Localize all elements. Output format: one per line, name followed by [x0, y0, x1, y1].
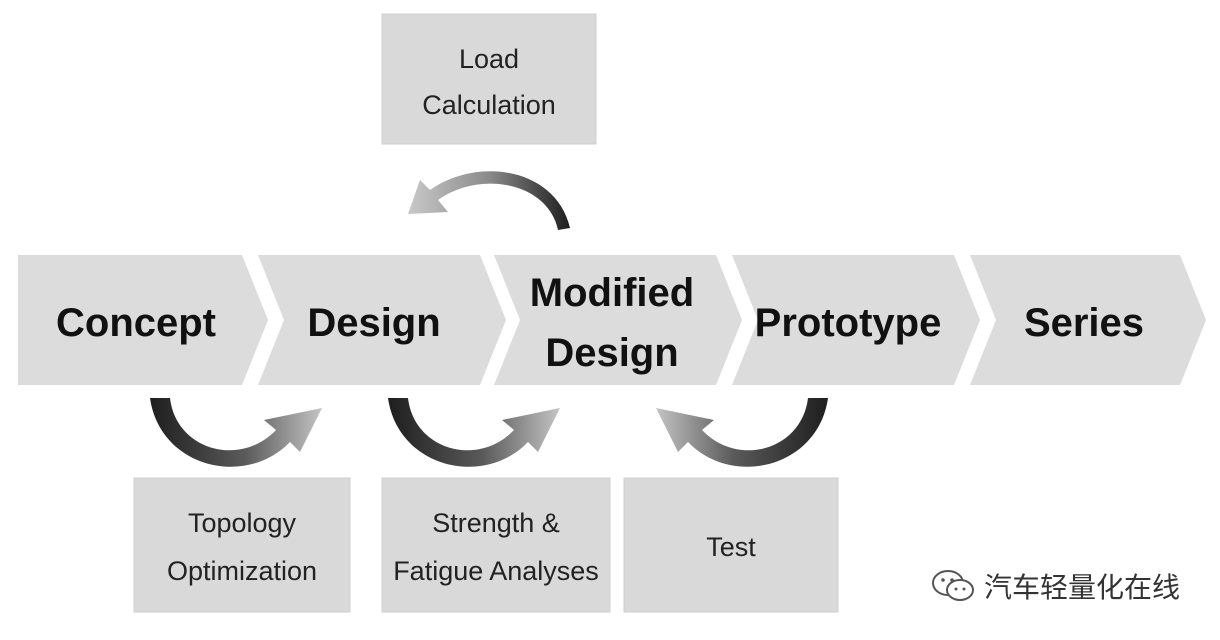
test-label: Test [706, 532, 756, 562]
test-cycle-arrow [656, 398, 828, 467]
load-calculation-line-1: Load [459, 44, 519, 74]
topology-line-2: Optimization [167, 556, 317, 586]
load-calculation-line-2: Calculation [422, 90, 556, 120]
watermark-text: 汽车轻量化在线 [983, 571, 1180, 604]
wechat-icon [931, 570, 974, 601]
stage-chevron-design [258, 255, 506, 385]
load-calculation-box: Load Calculation [381, 13, 597, 145]
stage-label-series: Series [1024, 301, 1144, 345]
stage-label-prototype: Prototype [755, 301, 942, 345]
topology-cycle-arrow [150, 398, 322, 467]
stage-label-concept: Concept [56, 301, 216, 345]
stage-chevron-series [970, 255, 1206, 385]
stage-label-modified-line-1: Modified [530, 271, 694, 315]
strength-fatigue-box: Strength & Fatigue Analyses [381, 477, 611, 613]
top-cycle-arrow [408, 171, 570, 230]
stage-chevron-prototype [732, 255, 980, 385]
stage-label-design: Design [307, 301, 440, 345]
watermark: 汽车轻量化在线 [930, 566, 1180, 606]
stage-chevrons: Concept Design Modified Design Prototype… [18, 255, 1206, 385]
stage-label-modified-line-2: Design [545, 331, 678, 375]
test-box: Test [623, 477, 839, 613]
strength-line-2: Fatigue Analyses [393, 556, 599, 586]
strength-cycle-arrow [388, 398, 560, 467]
stage-chevron-modified-design [494, 255, 742, 385]
strength-line-1: Strength & [432, 508, 560, 538]
topology-optimization-box: Topology Optimization [133, 477, 351, 613]
topology-line-1: Topology [188, 508, 297, 538]
stage-chevron-concept [18, 255, 268, 385]
